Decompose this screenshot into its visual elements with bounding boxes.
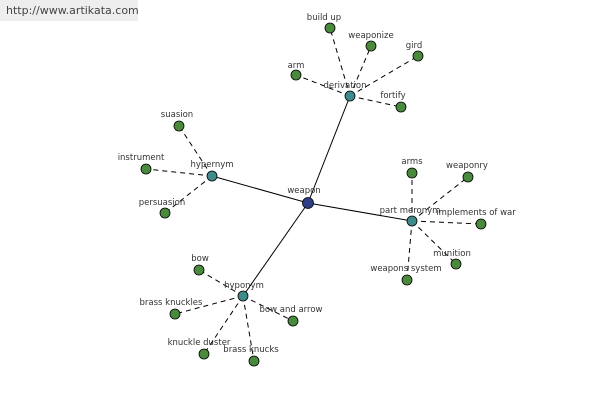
label-leaf-arms[interactable]: arms <box>401 157 423 167</box>
edge-hyponym-brass-knucks <box>242 295 255 362</box>
edge-hypernym-instrument <box>145 168 213 177</box>
label-hub-part-meronym[interactable]: part meronym <box>380 206 441 216</box>
edge-hypernym-persuasion <box>164 175 213 214</box>
node-leaf-weaponize[interactable] <box>365 40 377 52</box>
node-leaf-build-up[interactable] <box>324 22 336 34</box>
node-hub-part-meronym[interactable] <box>406 215 418 227</box>
node-root-weapon[interactable] <box>302 197 314 209</box>
node-leaf-persuasion[interactable] <box>159 207 171 219</box>
edge-root-derivation <box>307 95 351 204</box>
label-leaf-arm[interactable]: arm <box>288 61 305 71</box>
edge-hyponym-brass-knuckles <box>174 295 244 315</box>
label-leaf-brass-knucks[interactable]: brass knucks <box>223 345 279 355</box>
label-leaf-bow-and-arrow[interactable]: bow and arrow <box>260 305 323 315</box>
label-hub-hypernym[interactable]: hypernym <box>190 160 233 170</box>
node-leaf-gird[interactable] <box>412 50 424 62</box>
label-leaf-persuasion[interactable]: persuasion <box>139 198 186 208</box>
label-leaf-brass-knuckles[interactable]: brass knuckles <box>140 298 204 308</box>
node-leaf-munition[interactable] <box>450 258 462 270</box>
edge-layer <box>145 27 482 362</box>
node-leaf-instrument[interactable] <box>140 163 152 175</box>
label-leaf-instrument[interactable]: instrument <box>118 153 165 163</box>
label-leaf-weaponize[interactable]: weaponize <box>348 31 393 41</box>
node-leaf-arm[interactable] <box>290 69 302 81</box>
node-leaf-brass-knuckles[interactable] <box>169 308 181 320</box>
label-leaf-suasion[interactable]: suasion <box>161 110 193 120</box>
edge-part-meronym-weapons-system <box>406 220 413 281</box>
label-layer: weapon derivation build up weaponize gird arm… <box>118 13 517 355</box>
label-leaf-gird[interactable]: gird <box>406 41 423 51</box>
node-leaf-weapons-system[interactable] <box>401 274 413 286</box>
edge-hyponym-bow-and-arrow <box>242 295 294 322</box>
edge-derivation-build-up <box>329 27 351 97</box>
edge-derivation-weaponize <box>349 45 372 97</box>
label-hub-hyponym[interactable]: hyponym <box>224 281 264 291</box>
node-leaf-knuckle-duster[interactable] <box>198 348 210 360</box>
edge-hypernym-suasion <box>178 125 213 177</box>
node-hub-hypernym[interactable] <box>206 170 218 182</box>
node-leaf-implements-of-war[interactable] <box>475 218 487 230</box>
edge-root-part-meronym <box>307 202 413 222</box>
edge-part-meronym-weaponry <box>411 176 469 222</box>
node-leaf-suasion[interactable] <box>173 120 185 132</box>
node-leaf-bow[interactable] <box>193 264 205 276</box>
edge-derivation-gird <box>349 55 419 97</box>
edge-root-hypernym <box>211 175 309 204</box>
node-leaf-weaponry[interactable] <box>462 171 474 183</box>
node-leaf-bow-and-arrow[interactable] <box>287 315 299 327</box>
source-url-banner[interactable]: http://www.artikata.com <box>0 0 139 21</box>
edge-root-hyponym <box>242 202 309 297</box>
node-layer <box>140 22 487 367</box>
node-leaf-arms[interactable] <box>406 167 418 179</box>
label-leaf-bow[interactable]: bow <box>191 254 209 264</box>
label-leaf-build-up[interactable]: build up <box>307 13 341 23</box>
label-leaf-implements-of-war[interactable]: implements of war <box>436 208 516 218</box>
label-leaf-fortify[interactable]: fortify <box>380 91 405 101</box>
label-hub-derivation[interactable]: derivation <box>323 81 366 91</box>
node-leaf-fortify[interactable] <box>395 101 407 113</box>
node-hub-hyponym[interactable] <box>237 290 249 302</box>
node-leaf-brass-knucks[interactable] <box>248 355 260 367</box>
edge-derivation-arm <box>295 74 351 97</box>
edge-part-meronym-implements-of-war <box>411 220 482 225</box>
label-leaf-weaponry[interactable]: weaponry <box>446 161 488 171</box>
label-leaf-weapons-system[interactable]: weapons system <box>370 264 441 274</box>
edge-part-meronym-munition <box>411 220 457 265</box>
label-leaf-knuckle-duster[interactable]: knuckle duster <box>168 338 231 348</box>
label-root-weapon[interactable]: weapon <box>287 186 320 196</box>
node-hub-derivation[interactable] <box>344 90 356 102</box>
edge-hyponym-knuckle-duster <box>203 295 244 355</box>
label-leaf-munition[interactable]: munition <box>433 249 471 259</box>
